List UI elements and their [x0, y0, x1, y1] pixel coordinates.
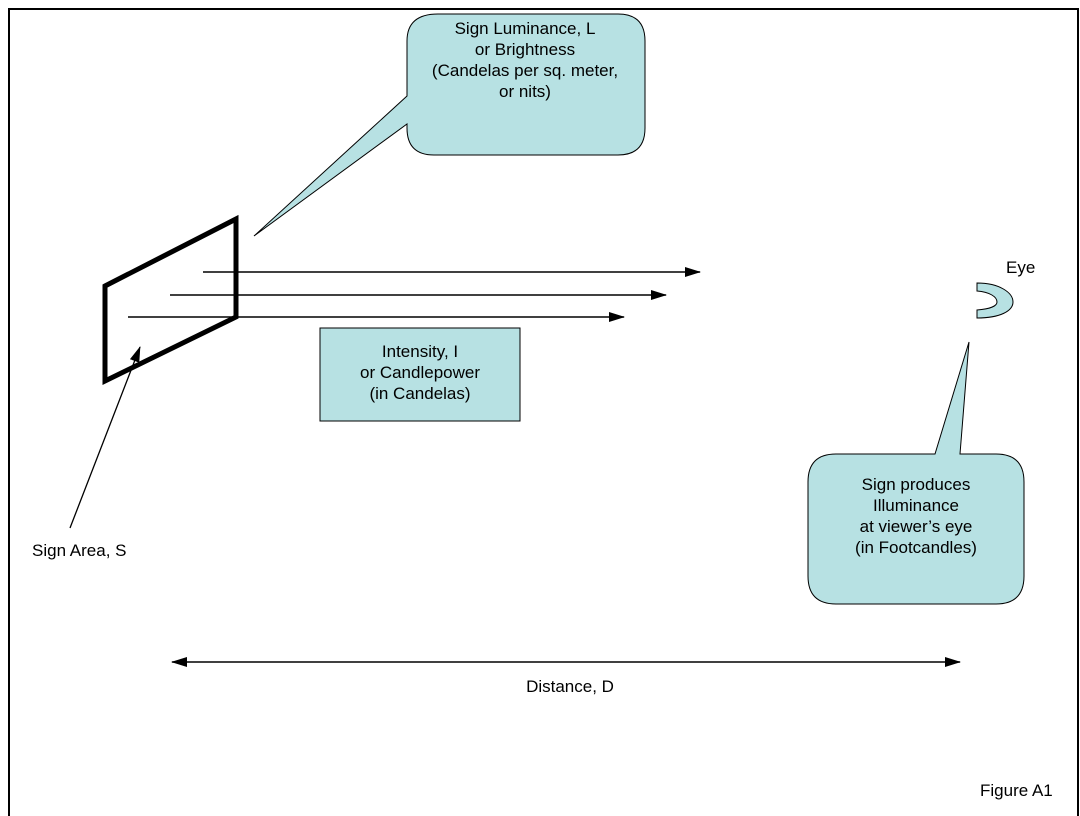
- luminance-line-2: or Brightness: [474, 40, 576, 59]
- sign-area-arrow: [69, 346, 141, 529]
- illuminance-line-2: Illuminance: [873, 496, 959, 515]
- figure-frame: [8, 8, 1079, 816]
- intensity-callout-text: Intensity, I or Candlepower (in Candelas…: [322, 341, 518, 404]
- luminance-callout: [253, 13, 646, 237]
- intensity-line-2: or Candlepower: [359, 363, 480, 382]
- eye-icon: [976, 282, 1014, 319]
- sign-panel: [102, 214, 239, 386]
- figure-caption: Figure A1: [980, 781, 1053, 800]
- illuminance-line-4: (in Footcandles): [855, 538, 977, 557]
- luminance-line-3: (Candelas per sq. meter,: [431, 61, 619, 80]
- intensity-callout: [319, 327, 521, 422]
- illuminance-line-1: Sign produces: [861, 475, 971, 494]
- luminance-line-4: or nits): [499, 82, 551, 101]
- intensity-line-1: Intensity, I: [381, 342, 459, 361]
- illuminance-callout: [807, 341, 1025, 605]
- sign-area-label: Sign Area, S: [32, 541, 127, 560]
- luminance-callout-text: Sign Luminance, L or Brightness (Candela…: [405, 18, 645, 102]
- distance-label: Distance, D: [526, 677, 614, 696]
- illuminance-line-3: at viewer’s eye: [859, 517, 973, 536]
- illuminance-callout-text: Sign produces Illuminance at viewer’s ey…: [808, 474, 1024, 558]
- eye-label: Eye: [1006, 258, 1036, 277]
- luminance-line-1: Sign Luminance, L: [454, 19, 596, 38]
- intensity-line-3: (in Candelas): [369, 384, 471, 403]
